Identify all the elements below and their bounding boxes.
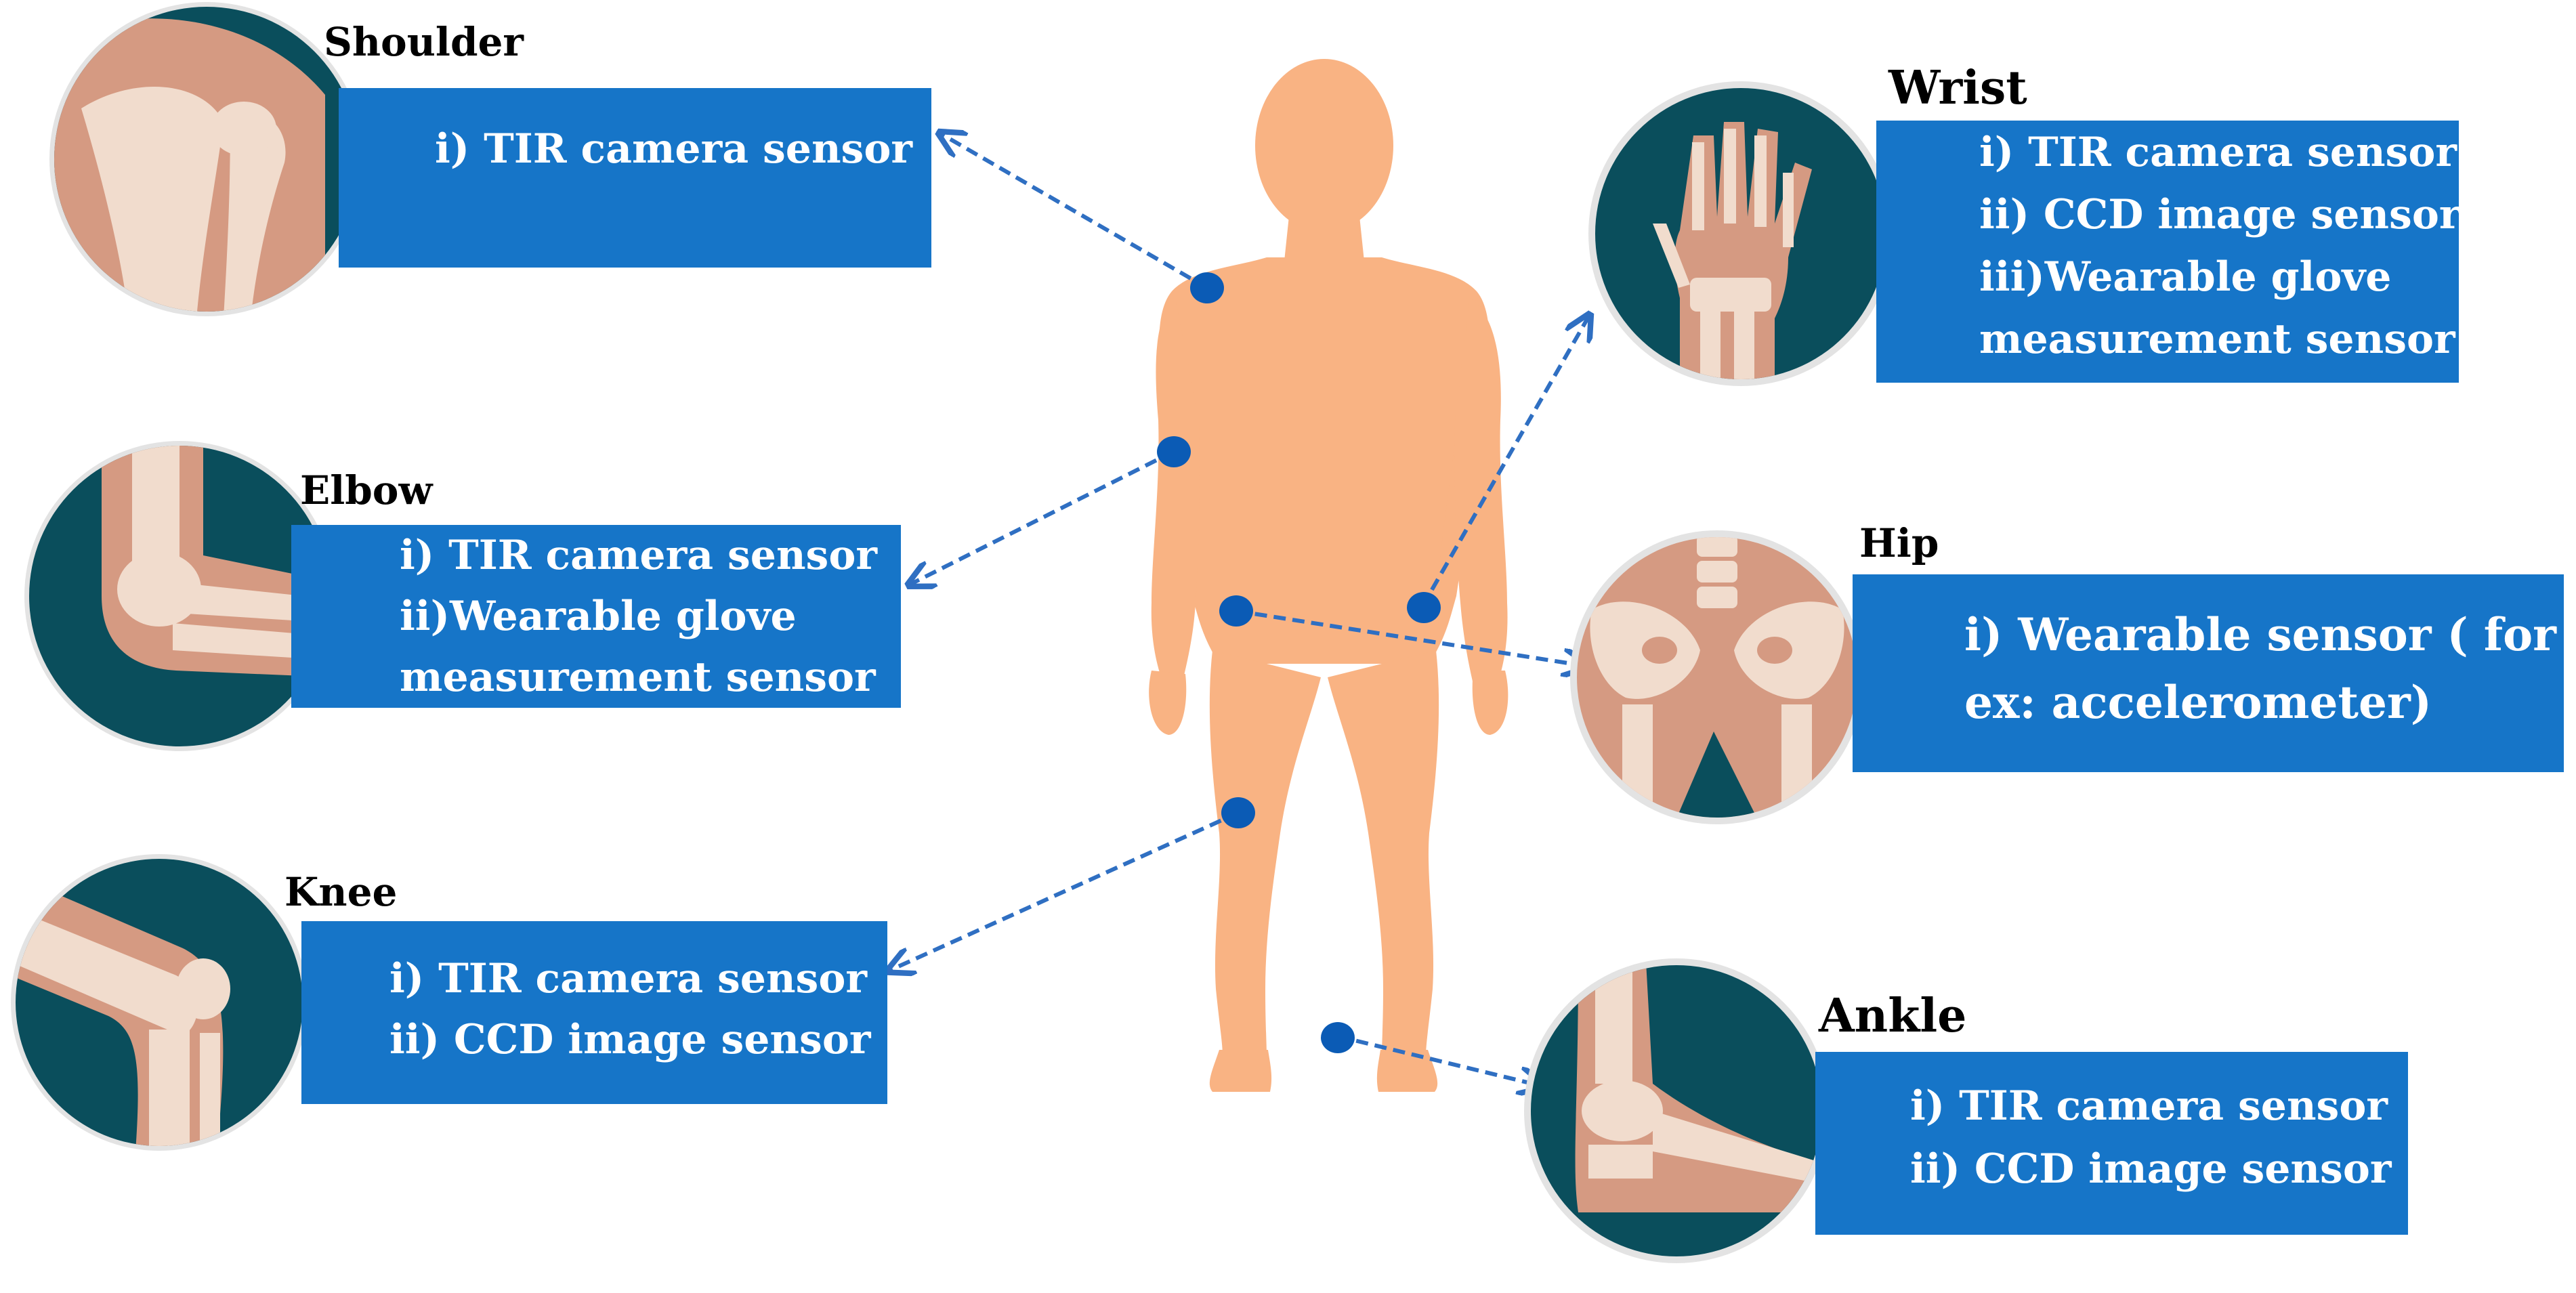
arrow-shoulder — [942, 134, 1208, 290]
elbow-illustration — [24, 441, 335, 751]
knee-sensor-panel: i) TIR camera sensor ii) CCD image senso… — [301, 921, 887, 1104]
ankle-illustration — [1524, 958, 1829, 1263]
shoulder-title: Shoulder — [324, 19, 524, 65]
joint-markers — [1157, 272, 1441, 1053]
wrist-title: Wrist — [1888, 61, 2027, 115]
knee-sensor-line-2: ii) CCD image sensor — [389, 1016, 871, 1063]
wrist-illustration — [1588, 81, 1893, 386]
knee-sensor-line-1: i) TIR camera sensor — [389, 955, 867, 1002]
ankle-sensor-panel: i) TIR camera sensor ii) CCD image senso… — [1815, 1052, 2408, 1235]
shoulder-sensor-panel: i) TIR camera sensor — [339, 88, 931, 268]
knee-illustration — [11, 854, 308, 1151]
wrist-sensor-panel: i) TIR camera sensor ii) CCD image senso… — [1876, 121, 2461, 383]
marker-shoulder — [1190, 272, 1224, 303]
hip-illustration — [1570, 530, 1864, 824]
hip-title: Hip — [1859, 520, 1939, 566]
shoulder-illustration — [49, 2, 364, 316]
ankle-sensor-line-1: i) TIR camera sensor — [1910, 1082, 2388, 1130]
marker-wrist — [1407, 592, 1441, 623]
wrist-sensor-line-4: measurement sensor — [1979, 316, 2455, 363]
marker-ankle — [1321, 1022, 1355, 1053]
elbow-sensor-line-2: ii)Wearable glove — [400, 593, 797, 640]
hip-sensor-line-1: i) Wearable sensor ( for — [1964, 608, 2556, 661]
human-body-figure — [1149, 59, 1508, 1092]
knee-title: Knee — [284, 869, 398, 915]
arrow-knee — [891, 811, 1240, 970]
wrist-sensor-line-1: i) TIR camera sensor — [1979, 129, 2457, 176]
wrist-sensor-line-3: iii)Wearable glove — [1979, 253, 2392, 301]
ankle-sensor-line-2: ii) CCD image sensor — [1910, 1145, 2392, 1193]
wrist-sensor-line-2: ii) CCD image sensor — [1979, 191, 2461, 238]
elbow-sensor-panel: i) TIR camera sensor ii)Wearable glove m… — [291, 525, 901, 708]
marker-hip — [1219, 595, 1253, 627]
marker-elbow — [1157, 436, 1191, 467]
hip-sensor-line-2: ex: accelerometer) — [1964, 676, 2432, 729]
elbow-title: Elbow — [300, 467, 433, 513]
arrow-hip — [1236, 609, 1585, 666]
elbow-sensor-line-1: i) TIR camera sensor — [400, 532, 877, 579]
connector-arrows — [891, 134, 1588, 1086]
elbow-sensor-line-3: measurement sensor — [400, 654, 876, 701]
arrow-elbow — [911, 450, 1175, 584]
hip-sensor-panel: i) Wearable sensor ( for ex: acceleromet… — [1853, 574, 2564, 772]
ankle-title: Ankle — [1819, 989, 1967, 1043]
arrow-ankle — [1337, 1034, 1541, 1086]
marker-knee — [1221, 797, 1255, 828]
shoulder-sensor-line-1: i) TIR camera sensor — [435, 125, 912, 173]
